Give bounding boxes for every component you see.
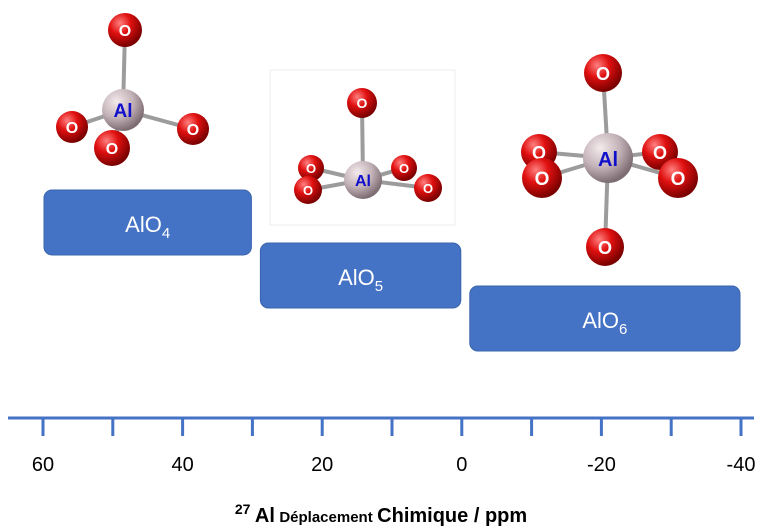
oxygen-atom: O <box>294 176 322 204</box>
range-label-subscript: 6 <box>619 321 627 338</box>
range-box-rect <box>259 242 462 309</box>
svg-text:O: O <box>596 64 610 84</box>
tick-label: 40 <box>171 454 193 476</box>
axis-title-element: Al <box>255 505 275 527</box>
oxygen-atom: O <box>108 13 142 47</box>
range-label-formula: AlO <box>582 308 619 333</box>
oxygen-atom: O <box>391 155 417 181</box>
svg-text:Al: Al <box>355 173 371 190</box>
axis-title-isotope: 27 <box>235 501 251 517</box>
range-label-formula: AlO <box>125 212 162 237</box>
oxygen-atom: O <box>414 174 442 202</box>
alo4-molecule: O O O Al O <box>56 13 209 166</box>
oxygen-atom: O <box>94 130 130 166</box>
oxygen-atom: O <box>56 111 88 143</box>
svg-text:Al: Al <box>598 149 618 171</box>
svg-text:O: O <box>532 143 546 163</box>
aluminum-atom: Al <box>102 89 144 131</box>
tick-label: 20 <box>311 454 333 476</box>
oxygen-atom: O <box>584 54 622 92</box>
svg-text:O: O <box>423 181 433 196</box>
axis-title-word2: Chimique / ppm <box>377 505 527 527</box>
svg-text:O: O <box>357 95 368 111</box>
alo5-molecule: O O O Al O O <box>269 69 456 226</box>
svg-text:O: O <box>653 143 667 163</box>
oxygen-atom: O <box>586 228 624 266</box>
svg-text:O: O <box>303 183 313 198</box>
tick-label: 0 <box>456 454 467 476</box>
svg-text:O: O <box>66 120 78 137</box>
oxygen-atom: O <box>298 155 324 181</box>
svg-text:O: O <box>187 122 199 139</box>
svg-text:O: O <box>671 169 686 190</box>
range-label-formula: AlO <box>338 265 375 290</box>
oxygen-atom: O <box>522 158 562 198</box>
svg-text:O: O <box>598 238 612 258</box>
svg-text:O: O <box>535 169 550 190</box>
axis-title-word1: Déplacement <box>279 509 372 526</box>
tick-label: 60 <box>32 454 54 476</box>
axis-title: 27 Al Déplacement Chimique / ppm <box>235 501 527 527</box>
range-label-subscript: 4 <box>162 225 170 242</box>
range-box-alo5: AlO5 <box>259 242 462 309</box>
range-box-rect <box>469 285 741 352</box>
svg-text:O: O <box>119 23 131 40</box>
svg-text:O: O <box>306 161 316 176</box>
svg-text:O: O <box>106 141 118 158</box>
aluminum-atom: Al <box>583 133 633 183</box>
oxygen-atom: O <box>658 158 698 198</box>
range-box-label: AlO5 <box>338 265 383 295</box>
tick-label: -40 <box>727 454 756 476</box>
range-label-subscript: 5 <box>375 278 383 295</box>
range-box-rect <box>43 189 252 256</box>
svg-text:Al: Al <box>114 101 133 122</box>
oxygen-atom: O <box>347 88 377 118</box>
range-box-alo4: AlO4 <box>43 189 252 256</box>
range-box-label: AlO4 <box>125 212 170 242</box>
aluminum-atom: Al <box>344 161 382 199</box>
alo6-molecule: O O O Al O O O <box>521 54 698 266</box>
range-box-alo6: AlO6 <box>469 285 741 352</box>
range-box-label: AlO6 <box>582 308 627 338</box>
svg-text:O: O <box>399 161 409 176</box>
oxygen-atom: O <box>177 113 209 145</box>
chemical-shift-axis: 60 40 20 0 -20 -40 <box>8 416 756 476</box>
tick-label: -20 <box>587 454 616 476</box>
